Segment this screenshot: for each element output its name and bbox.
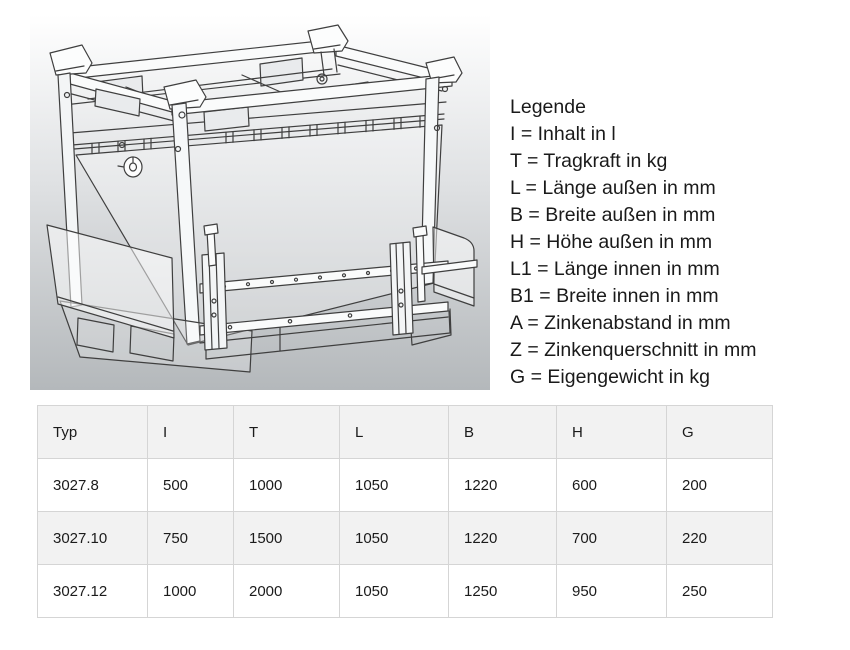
cell-l: 1050 [339,564,449,618]
cell-t: 1000 [233,458,340,512]
cell-typ: 3027.10 [37,511,148,565]
legend-item: B1 = Breite innen in mm [510,285,719,307]
table-row: 3027.12 1000 2000 1050 1250 950 250 [37,564,773,618]
legend-item: I = Inhalt in l [510,123,616,145]
rim-slats [91,114,428,155]
container-drawing-svg [30,15,490,390]
cell-i: 750 [147,511,234,565]
panel-knob [117,156,143,178]
legend-item: B = Breite außen in mm [510,204,716,226]
cell-l: 1050 [339,511,449,565]
stacking-caps [49,24,463,110]
table-row: 3027.10 750 1500 1050 1220 700 220 [37,511,773,565]
cell-i: 500 [147,458,234,512]
cell-h: 700 [556,511,667,565]
legend-item: A = Zinkenabstand in mm [510,312,731,334]
product-figure [30,15,490,390]
cell-l: 1050 [339,458,449,512]
cell-i: 1000 [147,564,234,618]
cell-t: 1500 [233,511,340,565]
column-header-g: G [666,405,773,459]
cell-b: 1250 [448,564,557,618]
latch-bracket-right [389,225,428,336]
legend-item: L1 = Länge innen in mm [510,258,720,280]
cell-g: 250 [666,564,773,618]
container-drawing [46,24,478,373]
cell-h: 950 [556,564,667,618]
column-header-l: L [339,405,449,459]
cell-typ: 3027.12 [37,564,148,618]
legend-item: G = Eigengewicht in kg [510,366,710,388]
column-header-b: B [448,405,557,459]
legend: Legende I = Inhalt in l T = Tragkraft in… [510,94,820,391]
cell-b: 1220 [448,458,557,512]
latch-bracket-left [201,223,228,351]
cell-g: 200 [666,458,773,512]
fork-slide-rails [199,260,451,360]
legend-item: H = Höhe außen in mm [510,231,713,253]
cell-h: 600 [556,458,667,512]
legend-item: T = Tragkraft in kg [510,150,668,172]
table-header-row: Typ I T L B H G [37,405,773,459]
column-header-t: T [233,405,340,459]
legend-title: Legende [510,96,586,118]
column-header-i: I [147,405,234,459]
cell-t: 2000 [233,564,340,618]
cell-b: 1220 [448,511,557,565]
cell-g: 220 [666,511,773,565]
legend-item: L = Länge außen in mm [510,177,716,199]
side-flap-left [46,224,175,339]
table-row: 3027.8 500 1000 1050 1220 600 200 [37,458,773,512]
legend-item: Z = Zinkenquerschnitt in mm [510,339,757,361]
column-header-h: H [556,405,667,459]
column-header-typ: Typ [37,405,148,459]
spec-table: Typ I T L B H G 3027.8 500 1000 1050 122… [37,405,773,618]
cell-typ: 3027.8 [37,458,148,512]
flap-cross-bar [421,259,478,275]
